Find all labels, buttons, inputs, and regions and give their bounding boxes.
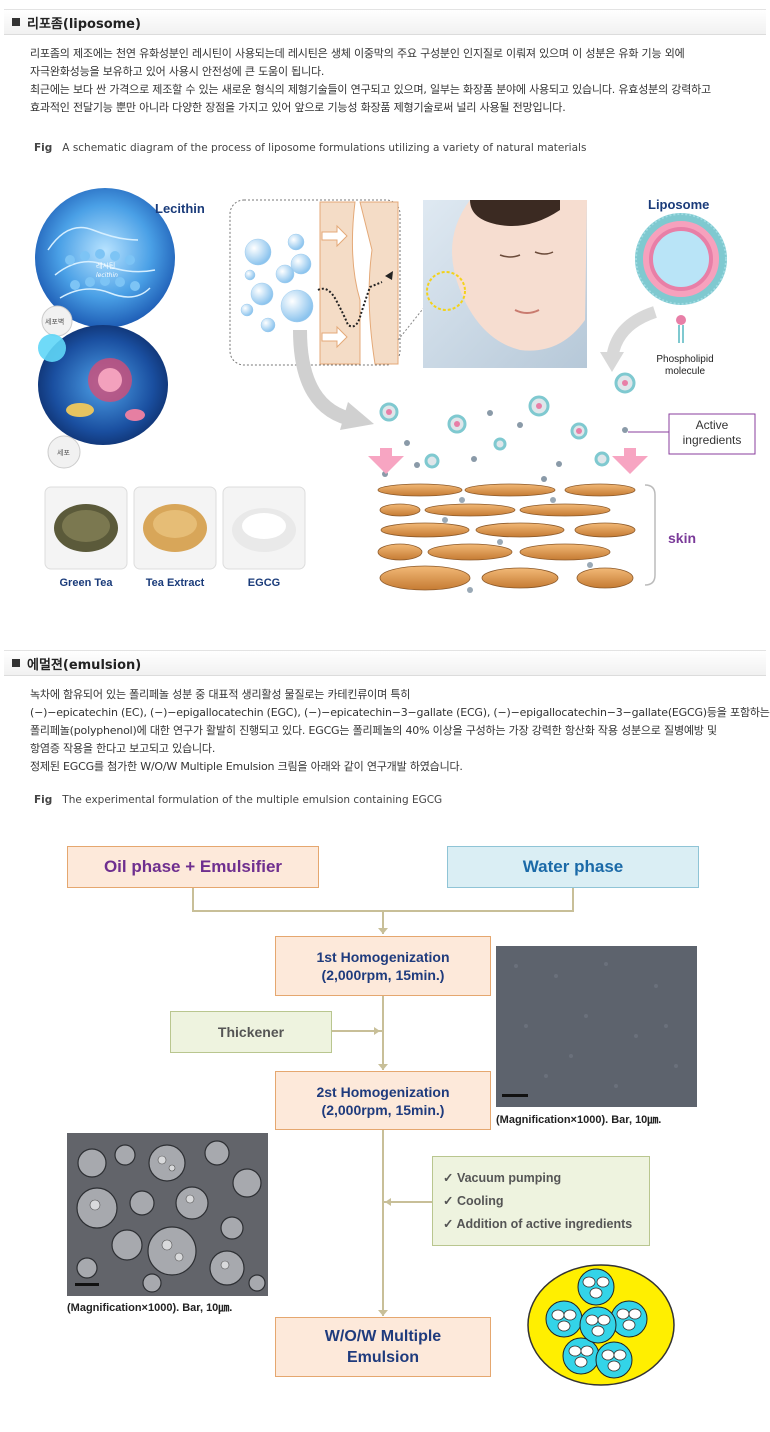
skin-label: skin (668, 530, 697, 546)
second-homogenization-box: 2st Homogenization (2,000rpm, 15min.) (275, 1071, 491, 1130)
para-line: 효과적인 전달기능 뿐만 아니라 다양한 장점을 가지고 있어 앞으로 기능성 … (30, 101, 566, 114)
egcg-powder-image (222, 486, 306, 570)
micrograph-caption: (Magnification×1000). Bar, 10㎛. (67, 1302, 233, 1314)
para-line: 자극완화성능을 보유하고 있어 사용시 안전성에 큰 도움이 됩니다. (30, 65, 325, 78)
para-line: 녹차에 함유되어 있는 폴리페놀 성분 중 대표적 생리활성 물질로는 카테킨류… (30, 688, 411, 701)
checklist-item: ✓ Cooling (443, 1194, 504, 1208)
green-tea-image (44, 486, 128, 570)
emulsion-description: 녹차에 함유되어 있는 폴리페놀 성분 중 대표적 생리활성 물질로는 카테킨류… (30, 686, 770, 776)
active-ingredient-dots (382, 410, 628, 482)
bullet-square-icon (12, 659, 20, 667)
final-line-1: W/O/W Multiple (324, 1328, 442, 1345)
connector-line (382, 910, 384, 934)
figure-caption-emulsion: Fig The experimental formulation of the m… (34, 794, 442, 806)
section-title-liposome: 리포좀(liposome) (27, 16, 141, 32)
check-icon: ✓ (443, 1217, 457, 1231)
liposome-description: 리포좀의 제조에는 천연 유화성분인 레시틴이 사용되는데 레시틴은 생체 이중… (30, 45, 750, 117)
thickener-box: Thickener (170, 1011, 332, 1053)
bullet-square-icon (12, 18, 20, 26)
figure-caption-liposome: Fig A schematic diagram of the process of… (34, 142, 586, 154)
cell-label: 세포 (57, 448, 70, 457)
egcg-label: EGCG (247, 577, 281, 589)
ingredients-line: ingredients (682, 433, 742, 447)
lecithin-membrane-illustration (35, 188, 175, 328)
lecithin-inner-label: 레시틴 (96, 261, 115, 270)
para-line: 최근에는 보다 싼 가격으로 제조할 수 있는 새로운 형식의 제형기술들이 연… (30, 83, 711, 96)
check-icon: ✓ (443, 1171, 457, 1185)
oil-phase-box: Oil phase + Emulsifier (67, 846, 319, 888)
skin-layers (377, 483, 636, 591)
phospholipid-line: Phospholipid (656, 354, 714, 365)
lecithin-inner-label-en: lecithin (96, 272, 118, 279)
step-title: 2st Homogenization (316, 1083, 450, 1100)
water-phase-box: Water phase (447, 846, 699, 888)
micrograph-multiple-emulsion (67, 1133, 268, 1296)
para-line: (−)−epicatechin (EC), (−)−epigallocatech… (30, 706, 770, 719)
para-line: 정제된 EGCG를 첨가한 W/O/W Multiple Emulsion 크림… (30, 760, 463, 773)
fig-caption-text: A schematic diagram of the process of li… (62, 142, 587, 154)
step-params: (2,000rpm, 15min.) (321, 1101, 445, 1118)
process-checklist: ✓ Vacuum pumping ✓ Cooling ✓ Addition of… (432, 1156, 650, 1246)
step-title: 1st Homogenization (316, 949, 450, 965)
active-ingredients-label: Active ingredients (669, 418, 755, 448)
checklist-item: ✓ Vacuum pumping (443, 1171, 562, 1185)
check-icon: ✓ (443, 1194, 457, 1208)
connector-line (572, 888, 574, 912)
fig-caption-text: The experimental formulation of the mult… (62, 794, 443, 806)
tea-extract-image (133, 486, 217, 570)
molecule-line: molecule (664, 366, 706, 377)
emulsion-section-header: 에멀젼(emulsion) (4, 650, 766, 676)
active-line: Active (695, 418, 729, 432)
connector-line (192, 888, 194, 912)
fig-prefix: Fig (34, 142, 53, 154)
connector-line (384, 1201, 432, 1203)
phospholipid-molecule-icon (676, 315, 686, 343)
liposome-label: Liposome (648, 197, 710, 212)
para-line: 폴리페놀(polyphenol)에 대한 연구가 활발히 진행되고 있다. EG… (30, 724, 717, 737)
liposome-section-header: 리포좀(liposome) (4, 9, 766, 35)
tea-extract-label: Tea Extract (145, 577, 205, 589)
step-params: (2,000rpm, 15min.) (321, 967, 445, 983)
final-line-2: Emulsion (346, 1349, 419, 1366)
liposome-sphere-illustration (635, 213, 727, 305)
face-photo (423, 200, 587, 368)
cell-wall-label: 세포벽 (45, 317, 64, 326)
green-tea-label: Green Tea (59, 577, 113, 589)
final-emulsion-box: W/O/W Multiple Emulsion (275, 1317, 491, 1377)
wow-emulsion-schematic (527, 1264, 675, 1386)
connector-line (332, 1030, 382, 1032)
para-line: 항염증 작용을 한다고 보고되고 있습니다. (30, 742, 216, 755)
liposome-diagram: 레시틴 lecithin 세포벽 세포 (35, 188, 756, 593)
cell-illustration (38, 325, 168, 445)
micrograph-first-homogenization (496, 946, 697, 1107)
checklist-item: ✓ Addition of active ingredients (443, 1217, 633, 1231)
connector-line (382, 996, 384, 1070)
lecithin-label: Lecithin (155, 201, 205, 216)
micrograph-caption: (Magnification×1000). Bar, 10㎛. (496, 1114, 662, 1126)
connector-line (382, 1130, 384, 1316)
para-line: 리포좀의 제조에는 천연 유화성분인 레시틴이 사용되는데 레시틴은 생체 이중… (30, 47, 685, 60)
skin-penetration-zoom (229, 199, 401, 366)
section-title-emulsion: 에멀젼(emulsion) (27, 657, 142, 673)
first-homogenization-box: 1st Homogenization (2,000rpm, 15min.) (275, 936, 491, 996)
phospholipid-label: Phospholipid molecule (650, 354, 720, 378)
fig-prefix: Fig (34, 794, 53, 806)
